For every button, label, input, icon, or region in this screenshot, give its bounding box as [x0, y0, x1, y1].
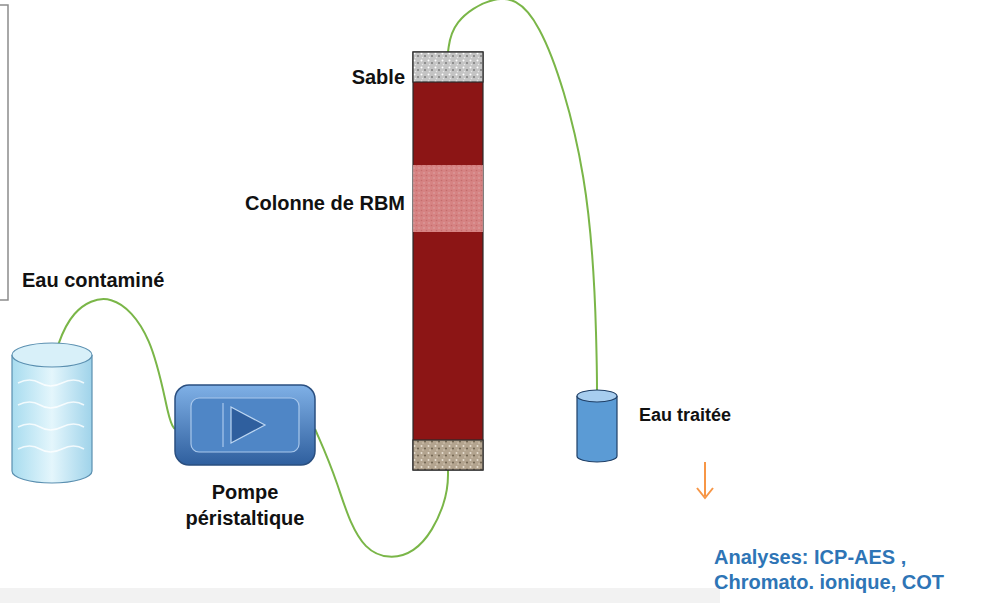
- peristaltic-pump-shape: [175, 385, 315, 465]
- peristaltic-pump: Pompe péristaltique: [175, 385, 315, 465]
- treated-vial-shape: [577, 390, 617, 462]
- rbm-column: Colonne de RBMSable: [413, 52, 483, 470]
- column-label: Colonne de RBM: [245, 190, 405, 216]
- rbm-column-shape: [413, 52, 483, 470]
- pump-label: Pompe péristaltique: [175, 479, 315, 531]
- water-tank-shape: [12, 343, 92, 483]
- sand-layer: Sable: [413, 52, 483, 82]
- treated-vial: Eau traitée: [577, 390, 617, 462]
- tank-label: Eau contaminé: [22, 267, 164, 293]
- sand-layer-shape: [413, 52, 483, 82]
- down-arrow: [697, 462, 713, 498]
- water-tank: Eau contaminé: [12, 343, 92, 483]
- analysis-note: Analyses: ICP-AES , Chromato. ionique, C…: [714, 545, 980, 595]
- vial-label: Eau traitée: [639, 404, 731, 427]
- bottom-band: [0, 588, 720, 603]
- frame-edge: [0, 5, 8, 300]
- sand-label: Sable: [352, 64, 405, 90]
